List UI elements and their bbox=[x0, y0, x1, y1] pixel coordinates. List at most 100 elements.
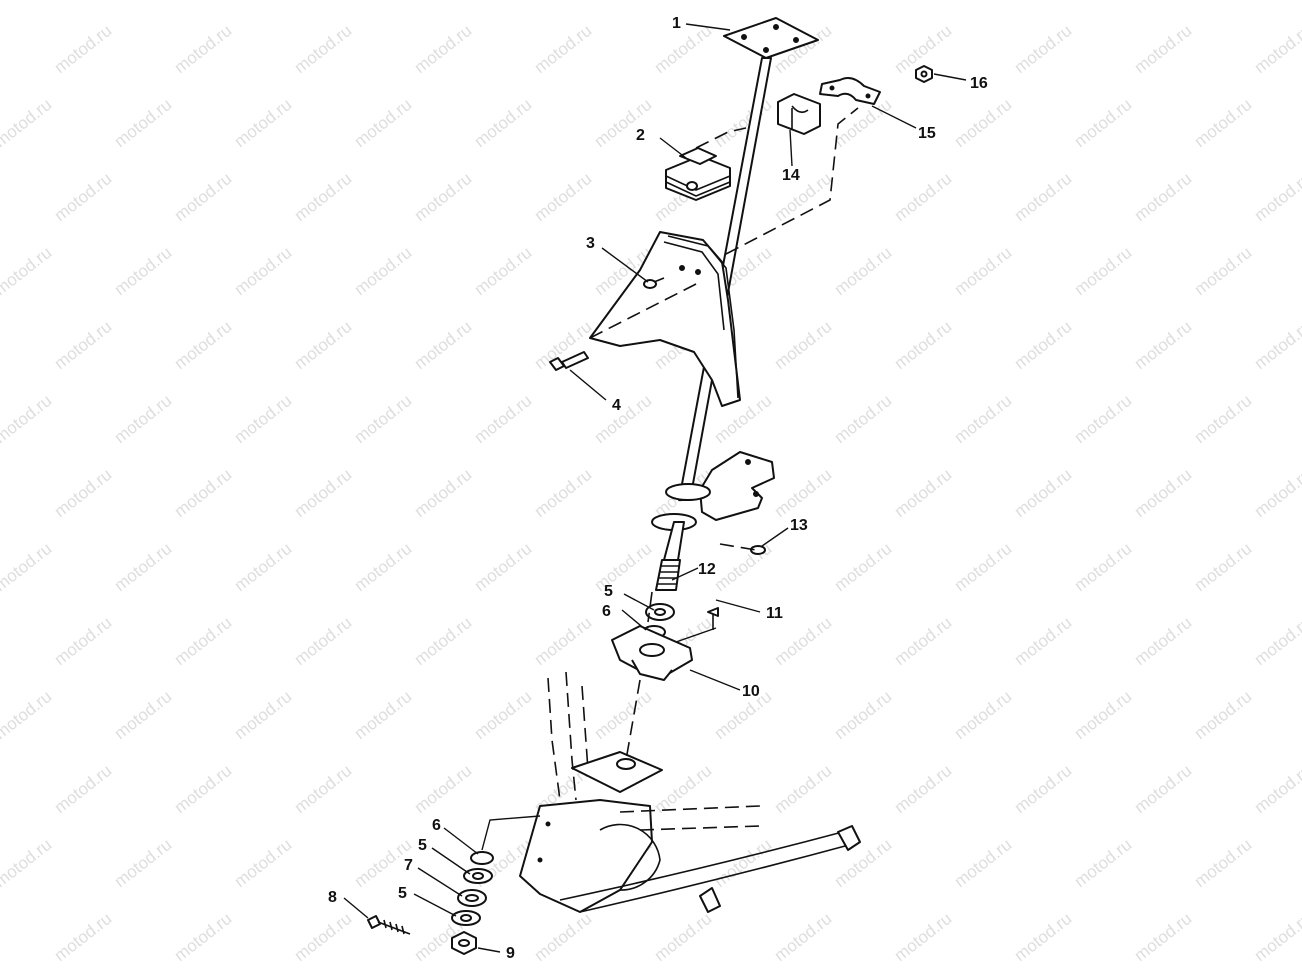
callout-6-upper: 6 bbox=[602, 603, 611, 620]
watermark-text: motod.ru bbox=[1011, 909, 1076, 965]
watermark-text: motod.ru bbox=[411, 613, 476, 669]
clamp-15 bbox=[819, 77, 881, 105]
watermark-text: motod.ru bbox=[1011, 169, 1076, 225]
watermark-text: motod.ru bbox=[591, 391, 656, 447]
watermark-text: motod.ru bbox=[171, 317, 236, 373]
watermark-text: motod.ru bbox=[471, 95, 536, 151]
watermark-text: motod.ru bbox=[651, 21, 716, 77]
pad-2 bbox=[665, 147, 731, 201]
watermark-text: motod.ru bbox=[471, 687, 536, 743]
watermark-text: motod.ru bbox=[291, 317, 356, 373]
watermark-text: motod.ru bbox=[1131, 613, 1196, 669]
watermark-text: motod.ru bbox=[1131, 21, 1196, 77]
callout-1: 1 bbox=[672, 15, 681, 32]
watermark-text: motod.ru bbox=[1251, 909, 1302, 965]
watermark-text: motod.ru bbox=[591, 95, 656, 151]
watermark-text: motod.ru bbox=[51, 465, 116, 521]
callout-10: 10 bbox=[742, 683, 760, 700]
watermark-text: motod.ru bbox=[1011, 465, 1076, 521]
watermark-text: motod.ru bbox=[1071, 243, 1136, 299]
watermark-text: motod.ru bbox=[231, 539, 296, 595]
watermark-text: motod.ru bbox=[0, 539, 55, 595]
callout-5-upper: 5 bbox=[604, 583, 613, 600]
watermark-text: motod.ru bbox=[171, 909, 236, 965]
watermark-text: motod.ru bbox=[951, 835, 1016, 891]
watermark-text: motod.ru bbox=[1251, 317, 1302, 373]
callout-16: 16 bbox=[970, 75, 988, 92]
watermark-text: motod.ru bbox=[1011, 21, 1076, 77]
watermark-text: motod.ru bbox=[771, 465, 836, 521]
steering-bushing-block bbox=[611, 625, 693, 681]
watermark-text: motod.ru bbox=[831, 391, 896, 447]
watermark-text: motod.ru bbox=[51, 317, 116, 373]
bushing-14 bbox=[777, 93, 821, 135]
watermark-text: motod.ru bbox=[111, 687, 176, 743]
watermark-text: motod.ru bbox=[351, 0, 416, 3]
watermark-text: motod.ru bbox=[171, 169, 236, 225]
watermark-text: motod.ru bbox=[1071, 687, 1136, 743]
watermark-text: motod.ru bbox=[1071, 0, 1136, 3]
chassis-bulkhead bbox=[519, 671, 861, 913]
watermark-text: motod.ru bbox=[1011, 613, 1076, 669]
watermark-text: motod.ru bbox=[711, 95, 776, 151]
watermark-text: motod.ru bbox=[0, 95, 55, 151]
callout-2: 2 bbox=[636, 127, 645, 144]
nut-9 bbox=[451, 931, 477, 955]
watermark-text: motod.ru bbox=[231, 835, 296, 891]
callout-5-lower-b: 5 bbox=[398, 885, 407, 902]
watermark-text: motod.ru bbox=[291, 761, 356, 817]
watermark-text: motod.ru bbox=[1191, 0, 1256, 3]
callout-8: 8 bbox=[328, 889, 337, 906]
watermark-text: motod.ru bbox=[231, 687, 296, 743]
watermark-text: motod.ru bbox=[1131, 169, 1196, 225]
bolt-8 bbox=[367, 915, 411, 935]
watermark-text: motod.ru bbox=[0, 243, 55, 299]
callout-15: 15 bbox=[918, 125, 936, 142]
watermark-text: motod.ru bbox=[1191, 243, 1256, 299]
watermark-text: motod.ru bbox=[231, 391, 296, 447]
callout-6-lower: 6 bbox=[432, 817, 441, 834]
watermark-text: motod.ru bbox=[1251, 169, 1302, 225]
watermark-text: motod.ru bbox=[1191, 835, 1256, 891]
callout-5-lower-a: 5 bbox=[418, 837, 427, 854]
watermark-text: motod.ru bbox=[591, 0, 656, 3]
watermark-text: motod.ru bbox=[951, 95, 1016, 151]
watermark-text: motod.ru bbox=[1251, 761, 1302, 817]
watermark-text: motod.ru bbox=[1251, 465, 1302, 521]
watermark-text: motod.ru bbox=[591, 687, 656, 743]
spacer-lower bbox=[470, 851, 494, 865]
watermark-text: motod.ru bbox=[291, 465, 356, 521]
watermark-text: motod.ru bbox=[1191, 95, 1256, 151]
watermark-text: motod.ru bbox=[771, 761, 836, 817]
watermark-text: motod.ru bbox=[771, 317, 836, 373]
watermark-text: motod.ru bbox=[411, 21, 476, 77]
watermark-text: motod.ru bbox=[831, 539, 896, 595]
watermark-text: motod.ru bbox=[0, 835, 55, 891]
watermark-text: motod.ru bbox=[351, 243, 416, 299]
watermark-text: motod.ru bbox=[411, 465, 476, 521]
watermark-text: motod.ru bbox=[531, 169, 596, 225]
rivet-11 bbox=[707, 607, 719, 630]
callout-4: 4 bbox=[612, 397, 621, 414]
watermark-text: motod.ru bbox=[531, 613, 596, 669]
watermark-text: motod.ru bbox=[171, 613, 236, 669]
watermark-text: motod.ru bbox=[951, 243, 1016, 299]
watermark-text: motod.ru bbox=[1011, 317, 1076, 373]
watermark-text: motod.ru bbox=[1191, 687, 1256, 743]
watermark-text: motod.ru bbox=[51, 761, 116, 817]
rivet-13 bbox=[750, 545, 766, 555]
watermark-text: motod.ru bbox=[171, 761, 236, 817]
watermark-text: motod.ru bbox=[471, 243, 536, 299]
callout-13: 13 bbox=[790, 517, 808, 534]
watermark-text: motod.ru bbox=[351, 391, 416, 447]
watermark-text: motod.ru bbox=[291, 21, 356, 77]
watermark-text: motod.ru bbox=[1191, 391, 1256, 447]
watermark-text: motod.ru bbox=[291, 909, 356, 965]
watermark-text: motod.ru bbox=[231, 243, 296, 299]
callout-11: 11 bbox=[766, 605, 783, 622]
assembly-lines bbox=[481, 107, 859, 851]
watermark-text: motod.ru bbox=[1011, 761, 1076, 817]
watermark-text: motod.ru bbox=[411, 169, 476, 225]
watermark-text: motod.ru bbox=[531, 465, 596, 521]
